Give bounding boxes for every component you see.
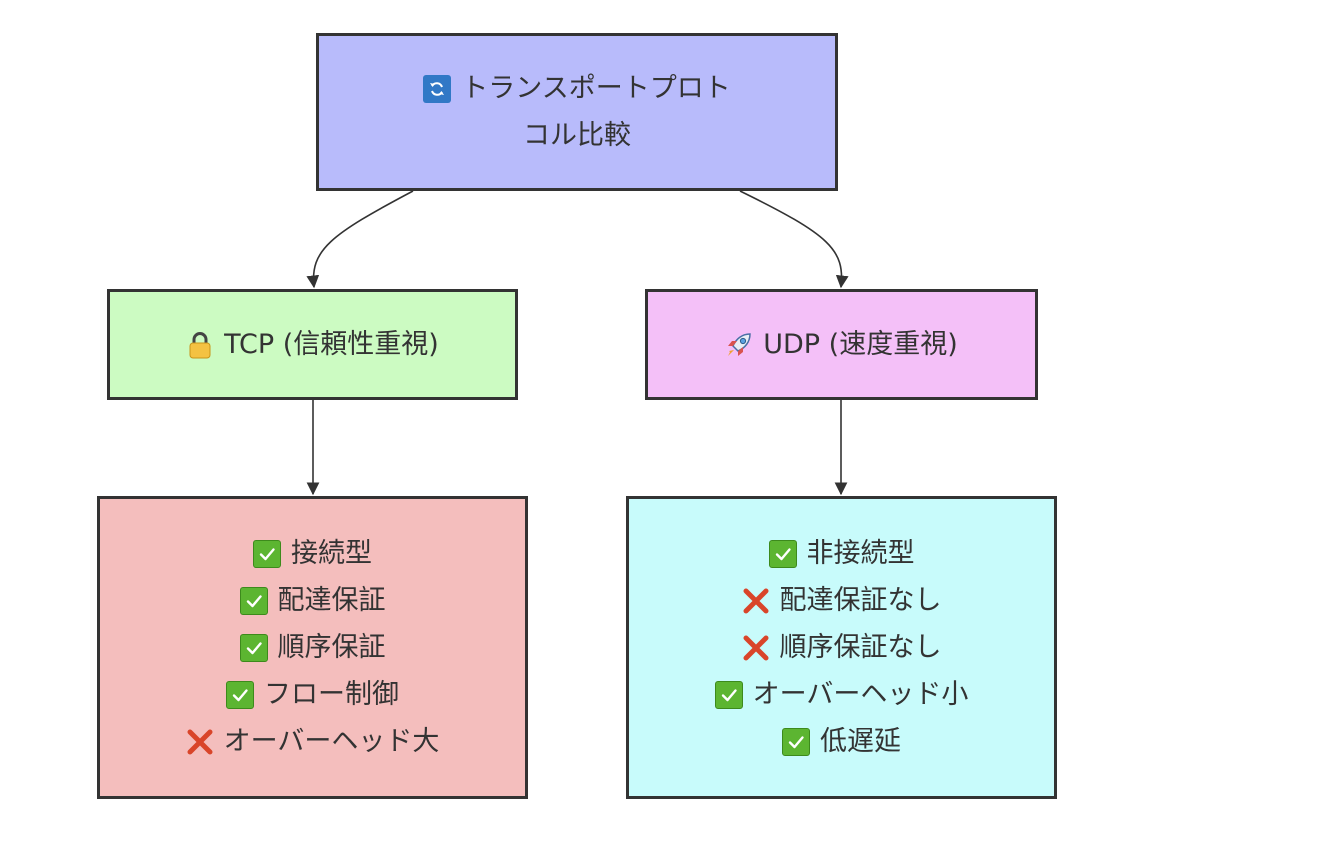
feature-text: 接続型 (291, 538, 372, 569)
tcp-title-line: TCP (信頼性重視) (186, 321, 439, 368)
lock-icon (186, 331, 214, 359)
list-item: 順序保証なし (742, 624, 942, 671)
feature-text: 順序保証 (277, 632, 386, 663)
tcp-label: TCP (信頼性重視) (224, 329, 439, 360)
list-item: 順序保証 (239, 624, 386, 671)
rocket-icon (725, 331, 753, 359)
cross-icon (186, 728, 214, 756)
check-icon (768, 539, 797, 568)
list-item: オーバーヘッド大 (186, 718, 440, 765)
udp-title-line: UDP (速度重視) (725, 321, 958, 368)
root-title-text-1: トランスポートプロト (461, 73, 731, 104)
feature-text: オーバーヘッド小 (752, 679, 969, 710)
root-title-line1: トランスポートプロト (423, 65, 731, 112)
feature-text: 低遅延 (820, 726, 901, 757)
root-title-text-2: コル比較 (523, 120, 631, 151)
feature-text: 配達保証なし (779, 585, 942, 616)
root-title-line2: コル比較 (523, 112, 631, 159)
check-icon (782, 727, 810, 756)
check-icon (253, 539, 281, 568)
udp-label: UDP (速度重視) (763, 329, 958, 360)
edge-root-to-udp (739, 190, 849, 289)
check-icon (714, 680, 743, 709)
check-icon (239, 633, 268, 662)
tcp-node: TCP (信頼性重視) (107, 289, 518, 400)
list-item: 低遅延 (782, 718, 901, 765)
list-item: オーバーヘッド小 (714, 671, 969, 718)
list-item: 配達保証 (239, 577, 386, 624)
list-item: 接続型 (253, 530, 372, 577)
root-node: トランスポートプロト コル比較 (316, 33, 838, 191)
list-item: 非接続型 (768, 530, 915, 577)
edge-root-to-tcp (306, 190, 414, 289)
udp-node: UDP (速度重視) (645, 289, 1038, 400)
list-item: フロー制御 (226, 671, 399, 718)
list-item: 配達保証なし (742, 577, 942, 624)
feature-text: オーバーヘッド大 (223, 726, 440, 757)
check-icon (239, 586, 268, 615)
udp-features-node: 非接続型配達保証なし順序保証なしオーバーヘッド小低遅延 (626, 496, 1057, 799)
cross-icon (742, 634, 770, 662)
cross-icon (742, 587, 770, 615)
refresh-icon (423, 74, 452, 103)
check-icon (226, 680, 254, 709)
tcp-features-node: 接続型配達保証順序保証フロー制御オーバーヘッド大 (97, 496, 528, 799)
feature-text: 配達保証 (277, 585, 386, 616)
feature-text: 非接続型 (806, 538, 915, 569)
feature-text: 順序保証なし (779, 632, 942, 663)
feature-text: フロー制御 (264, 679, 399, 710)
